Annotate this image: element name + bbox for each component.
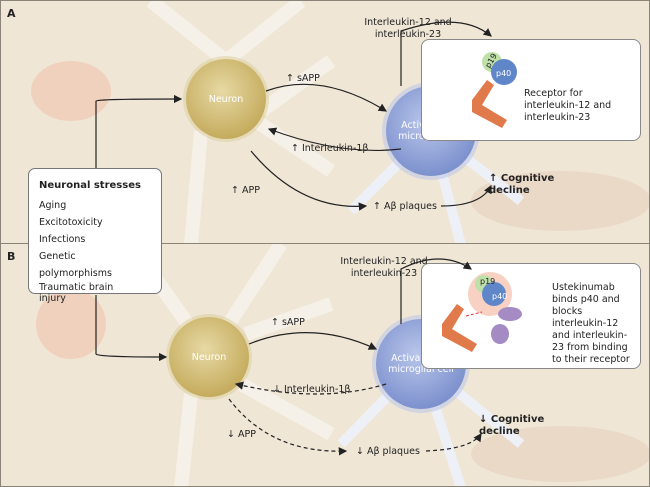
panel-a-arrows xyxy=(95,21,492,211)
stress-item: Aging xyxy=(39,200,67,211)
abeta-plaques-label: ↑ Aβ plaques xyxy=(373,201,437,212)
cognitive-decline-label: ↓ Cognitive decline xyxy=(479,414,545,437)
abeta-plaques-label: ↓ Aβ plaques xyxy=(356,446,420,457)
p19-label: p19 xyxy=(480,277,496,286)
p40-label: p40 xyxy=(496,69,512,78)
interleukin-12-23-label: Interleukin-12 and interleukin-23 xyxy=(340,256,428,279)
app-label: ↑ APP xyxy=(231,185,260,196)
panel-label: A xyxy=(7,7,16,20)
panel-b-arrows xyxy=(95,258,482,456)
ustekinumab-icon xyxy=(442,272,522,352)
stress-item: Infections xyxy=(39,234,86,245)
sapp-label: ↑ sAPP xyxy=(286,73,320,84)
panel-label: B xyxy=(7,250,16,263)
neuron-label: Neuron xyxy=(208,93,244,105)
panel-a-background xyxy=(31,1,649,243)
sapp-label: ↑ sAPP xyxy=(271,317,305,328)
panel-b: B Neuron Activation of microglial cell p… xyxy=(0,243,650,487)
receptor-icon xyxy=(472,52,517,128)
cognitive-decline-label: ↑ Cognitive decline xyxy=(489,173,555,196)
interleukin-1b-label: ↓ Interleukin-1β xyxy=(273,384,351,395)
stress-item: Genetic polymorphisms xyxy=(39,251,112,279)
p40-label: p40 xyxy=(492,292,508,301)
stress-item: Excitotoxicity xyxy=(39,217,103,228)
stress-item: Traumatic brain injury xyxy=(39,282,114,304)
ustekinumab-note: Ustekinumab binds p40 and blocks interle… xyxy=(552,282,630,365)
interleukin-12-23-label: Interleukin-12 and interleukin-23 xyxy=(364,17,452,40)
stresses-title: Neuronal stresses xyxy=(39,180,141,191)
ustekinumab-inset: p19 p40 Ustekinumab binds p40 and blocks… xyxy=(421,263,641,369)
app-label: ↓ APP xyxy=(227,429,256,440)
receptor-note: Receptor for interleukin-12 and interleu… xyxy=(524,88,612,123)
neuron-label: Neuron xyxy=(191,351,227,363)
panel-b-background xyxy=(36,244,649,486)
neuronal-stresses-box: Neuronal stresses Aging Excitotoxicity I… xyxy=(28,168,162,304)
receptor-inset: p19 p40 Receptor for interleukin-12 and … xyxy=(421,39,641,141)
neuron-cell: Neuron xyxy=(186,59,266,139)
interleukin-1b-label: ↑ Interleukin-1β xyxy=(291,143,369,154)
